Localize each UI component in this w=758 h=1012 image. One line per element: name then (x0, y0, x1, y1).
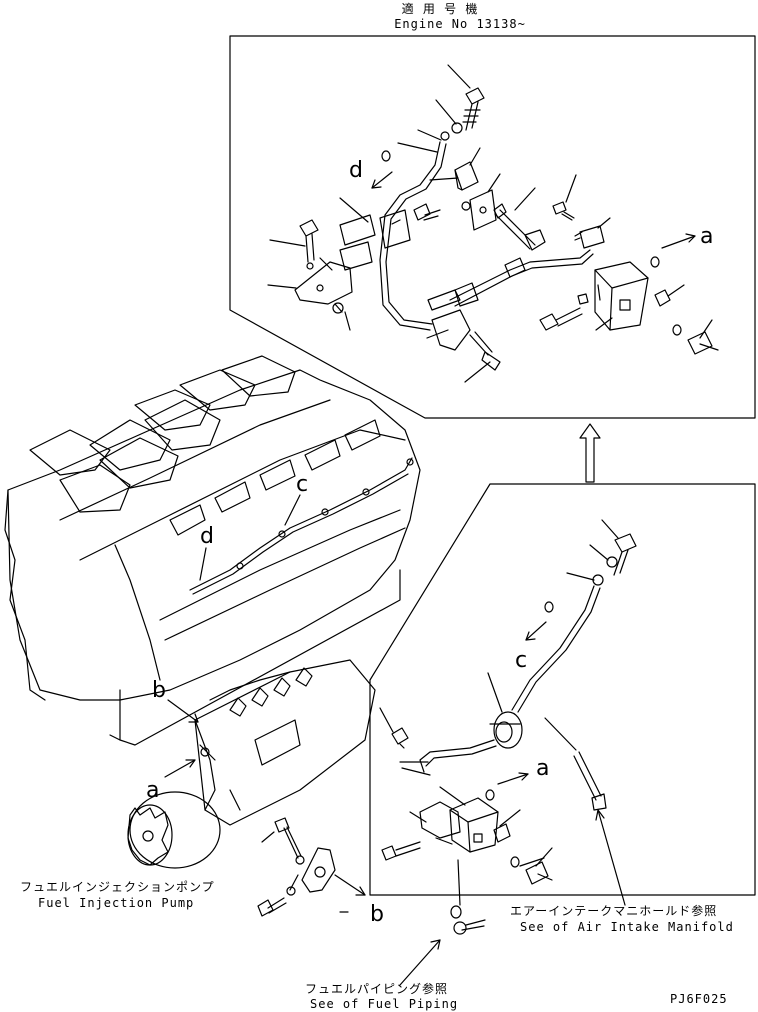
lower-inset-parts (379, 519, 637, 986)
callout-c-inset: c (515, 648, 528, 673)
leader-c-engine (284, 494, 301, 526)
header-title-jp: 適 用 号 機 (401, 2, 479, 16)
fuel-piping-label-en: See of Fuel Piping (310, 997, 459, 1011)
callout-b-bottom: b (370, 902, 384, 927)
callout-d-inset: d (349, 158, 363, 183)
fuel-injection-pump-label-jp: フュエルインジェクションポンプ (20, 880, 215, 894)
leader-b-pump (167, 699, 199, 723)
transition-arrow (579, 423, 601, 483)
air-intake-manifold-label-en: See of Air Intake Manifold (520, 920, 734, 934)
callout-b-left: b (152, 678, 166, 703)
callout-d-engine: d (200, 524, 214, 549)
top-inset-parts (267, 64, 719, 383)
header-title-en: Engine No 13138~ (394, 17, 526, 31)
fuel-piping-label-jp: フュエルパイピング参照 (305, 982, 449, 996)
fuel-injection-pump-label-en: Fuel Injection Pump (38, 896, 195, 910)
callout-a-left: a (146, 778, 160, 803)
lower-inset-frame (369, 483, 756, 896)
arrow-a-pump (164, 759, 196, 778)
callout-a-top: a (700, 224, 714, 249)
callout-c-engine: c (296, 472, 309, 497)
top-inset-frame (229, 35, 756, 419)
drawing-code: PJ6F025 (670, 992, 728, 1006)
air-intake-manifold-label-jp: エアーインテークマニホールド参照 (510, 904, 718, 918)
callout-a-mid: a (536, 756, 550, 781)
pump-bracket-parts (257, 817, 366, 917)
engine-block (4, 355, 421, 746)
fuel-injection-pump (127, 659, 376, 869)
leader-d-engine (199, 547, 207, 581)
